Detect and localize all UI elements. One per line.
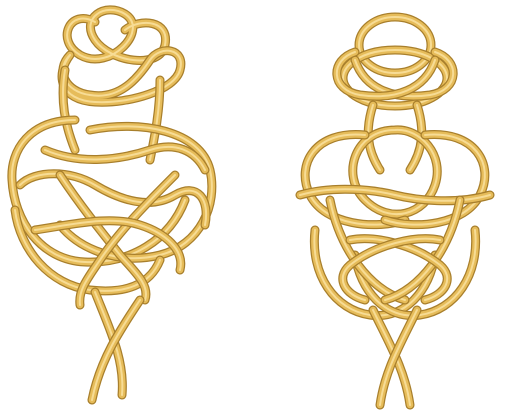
right-cord-1-cord-shine: [359, 17, 431, 73]
symmetric-knot-icon: [255, 0, 511, 410]
irregular-knot-icon: [0, 0, 255, 410]
left-cord-11-cord-body: [45, 147, 205, 170]
irregular-knot-figure: [0, 0, 255, 410]
symmetric-knot-figure: [255, 0, 511, 410]
